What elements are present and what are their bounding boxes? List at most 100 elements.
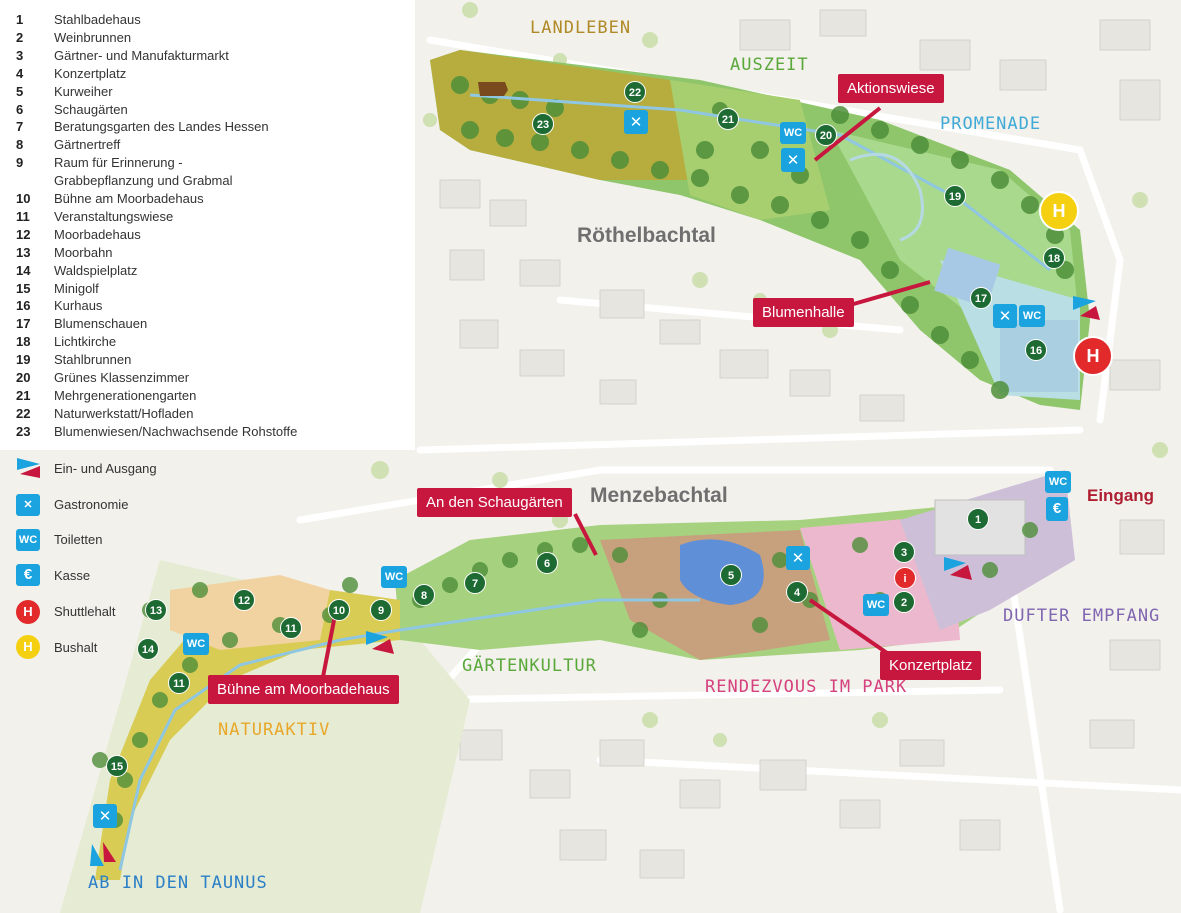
callout-blumenhalle[interactable]: Blumenhalle xyxy=(753,298,854,327)
valley-roethelbachtal: Röthelbachtal xyxy=(577,224,716,247)
marker-22[interactable]: 22 xyxy=(624,81,646,103)
legend-item-number: 16 xyxy=(16,298,31,314)
marker-17[interactable]: 17 xyxy=(970,287,992,309)
legend-item-number: 8 xyxy=(16,137,24,153)
legend-item-number: 4 xyxy=(16,65,24,81)
legend-item-label: Naturwerkstatt/Hofladen xyxy=(54,405,194,421)
marker-11a[interactable]: 11 xyxy=(280,617,302,639)
marker-20[interactable]: 20 xyxy=(815,124,837,146)
wc-icon[interactable]: WC xyxy=(1045,471,1071,493)
area-promenade: PROMENADE xyxy=(940,114,1042,134)
wc-icon[interactable]: WC xyxy=(1019,305,1045,327)
gastro-icon[interactable]: ✕ xyxy=(786,546,810,570)
legend-item-label: Moorbahn xyxy=(54,244,113,260)
entrance-legend-icon xyxy=(17,458,40,478)
gastro-icon[interactable]: ✕ xyxy=(781,148,805,172)
callout-buehne[interactable]: Bühne am Moorbadehaus xyxy=(208,675,399,704)
cow-icon xyxy=(478,82,508,96)
legend-item-label: Beratungsgarten des Landes Hessen xyxy=(54,119,269,135)
marker-16[interactable]: 16 xyxy=(1025,339,1047,361)
marker-7[interactable]: 7 xyxy=(464,572,486,594)
legend-item-number: 13 xyxy=(16,244,31,260)
eingang-label: Eingang xyxy=(1087,486,1155,505)
marker-15[interactable]: 15 xyxy=(106,755,128,777)
euro-icon[interactable]: € xyxy=(1046,497,1068,521)
gastro-legend-icon: ✕ xyxy=(16,494,40,516)
wc-icon[interactable]: WC xyxy=(863,594,889,616)
legend-item-number: 23 xyxy=(16,423,31,439)
legend-item-number: 18 xyxy=(16,334,31,350)
shuttle-stop-icon[interactable]: H xyxy=(1073,336,1113,376)
legend-item-number: 19 xyxy=(16,352,31,368)
marker-18[interactable]: 18 xyxy=(1043,247,1065,269)
legend-item-number: 7 xyxy=(16,119,24,135)
marker-6[interactable]: 6 xyxy=(536,552,558,574)
legend-item-label: Grünes Klassenzimmer xyxy=(54,370,190,385)
legend-item-label: Kurhaus xyxy=(54,298,103,314)
legend-kasse-label: Kasse xyxy=(54,568,91,583)
bus-stop-icon[interactable]: H xyxy=(1039,191,1079,231)
legend-item-number: 11 xyxy=(16,208,30,224)
entrance-marker xyxy=(90,296,1100,866)
legend-item-number: 17 xyxy=(16,316,31,332)
legend-item-label: Gärtnertreff xyxy=(54,137,121,153)
marker-12[interactable]: 12 xyxy=(233,589,255,611)
legend-item-label: Lichtkirche xyxy=(54,334,117,350)
legend-item-label: Bühne am Moorbadehaus xyxy=(54,191,204,206)
marker-3[interactable]: 3 xyxy=(893,541,915,563)
marker-1[interactable]: 1 xyxy=(967,508,989,530)
wc-icon[interactable]: WC xyxy=(780,122,806,144)
marker-9[interactable]: 9 xyxy=(370,599,392,621)
legend-item-label: Blumenschauen xyxy=(54,316,148,332)
legend-shuttle-label: Shuttlehalt xyxy=(54,604,116,619)
area-gartenkultur: GÄRTENKULTUR xyxy=(462,656,597,676)
marker-13[interactable]: 13 xyxy=(145,599,167,621)
legend-item-number: 21 xyxy=(16,387,31,403)
marker-21[interactable]: 21 xyxy=(717,108,739,130)
wc-icon[interactable]: WC xyxy=(381,566,407,588)
legend-item-number: 22 xyxy=(16,405,31,421)
info-marker[interactable]: i xyxy=(894,567,916,589)
gastro-icon[interactable]: ✕ xyxy=(93,804,117,828)
marker-14[interactable]: 14 xyxy=(137,638,159,660)
legend-item-label: Stahlbrunnen xyxy=(54,352,132,368)
legend-item-label: Waldspielplatz xyxy=(54,262,138,278)
legend-item-number: 3 xyxy=(16,47,24,63)
marker-19[interactable]: 19 xyxy=(944,185,966,207)
wc-legend-icon: WC xyxy=(16,529,40,551)
marker-8[interactable]: 8 xyxy=(413,584,435,606)
gastro-icon[interactable]: ✕ xyxy=(993,304,1017,328)
legend-item-number: 10 xyxy=(16,191,31,206)
marker-23[interactable]: 23 xyxy=(532,113,554,135)
wc-icon[interactable]: WC xyxy=(183,633,209,655)
legend-gastro-label: Gastronomie xyxy=(54,497,129,512)
legend-item-number: 6 xyxy=(16,101,24,117)
legend-item-label: Stahlbadehaus xyxy=(54,12,141,27)
legend-item-label: Minigolf xyxy=(54,280,99,296)
legend-item-label: Moorbadehaus xyxy=(54,226,141,242)
callout-schaugaerten[interactable]: An den Schaugärten xyxy=(417,488,572,517)
legend-item-number: 5 xyxy=(16,83,24,99)
legend-item-label: Grabbepflanzung und Grabmal xyxy=(54,173,233,189)
marker-10[interactable]: 10 xyxy=(328,599,350,621)
valley-menzebachtal: Menzebachtal xyxy=(590,484,728,507)
callout-aktionswiese[interactable]: Aktionswiese xyxy=(838,74,944,103)
legend-item-number: 14 xyxy=(16,262,31,278)
legend-item-number: 1 xyxy=(16,12,24,27)
shuttle-legend-icon: H xyxy=(16,600,40,624)
area-rendezvous: RENDEZVOUS IM PARK xyxy=(705,677,908,697)
marker-11b[interactable]: 11 xyxy=(168,672,190,694)
legend-item-number: 12 xyxy=(16,226,31,242)
gastro-icon[interactable]: ✕ xyxy=(624,110,648,134)
legend-item-label: Weinbrunnen xyxy=(54,29,132,45)
bus-legend-icon: H xyxy=(16,635,40,659)
area-dufter-empfang: DUFTER EMPFANG xyxy=(1003,606,1161,626)
euro-legend-icon: € xyxy=(16,564,40,586)
callout-konzertplatz[interactable]: Konzertplatz xyxy=(880,651,982,680)
legend-bus-label: Bushalt xyxy=(54,640,98,655)
marker-5[interactable]: 5 xyxy=(720,564,742,586)
marker-2[interactable]: 2 xyxy=(893,591,915,613)
legend-item-number: 2 xyxy=(16,29,24,45)
marker-4[interactable]: 4 xyxy=(786,581,808,603)
